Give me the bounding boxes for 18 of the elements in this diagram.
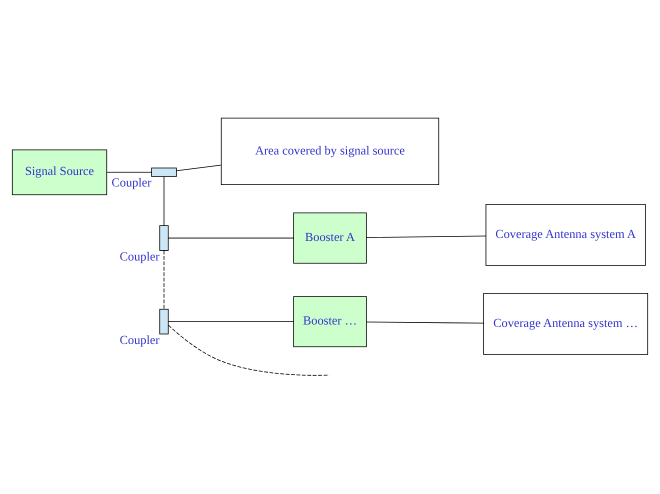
connector [366, 236, 486, 238]
connector [176, 164, 222, 172]
node-box [159, 225, 169, 251]
connector [106, 172, 152, 173]
node-label: Coupler [112, 175, 152, 190]
node-box [159, 308, 169, 334]
node-label: Coupler [120, 332, 160, 347]
node-label: Coupler [120, 249, 160, 264]
node-box [151, 168, 177, 177]
connector [168, 321, 294, 322]
node-box: Signal Source [12, 149, 108, 196]
node-box: Area covered by signal source [220, 118, 440, 186]
node-box: Coverage Antenna system … [483, 293, 648, 355]
node-box: Coverage Antenna system A [486, 204, 646, 266]
node-box: Booster … [293, 296, 367, 348]
node-box: Booster A [293, 212, 367, 264]
connector [168, 324, 330, 376]
connector [366, 322, 484, 324]
